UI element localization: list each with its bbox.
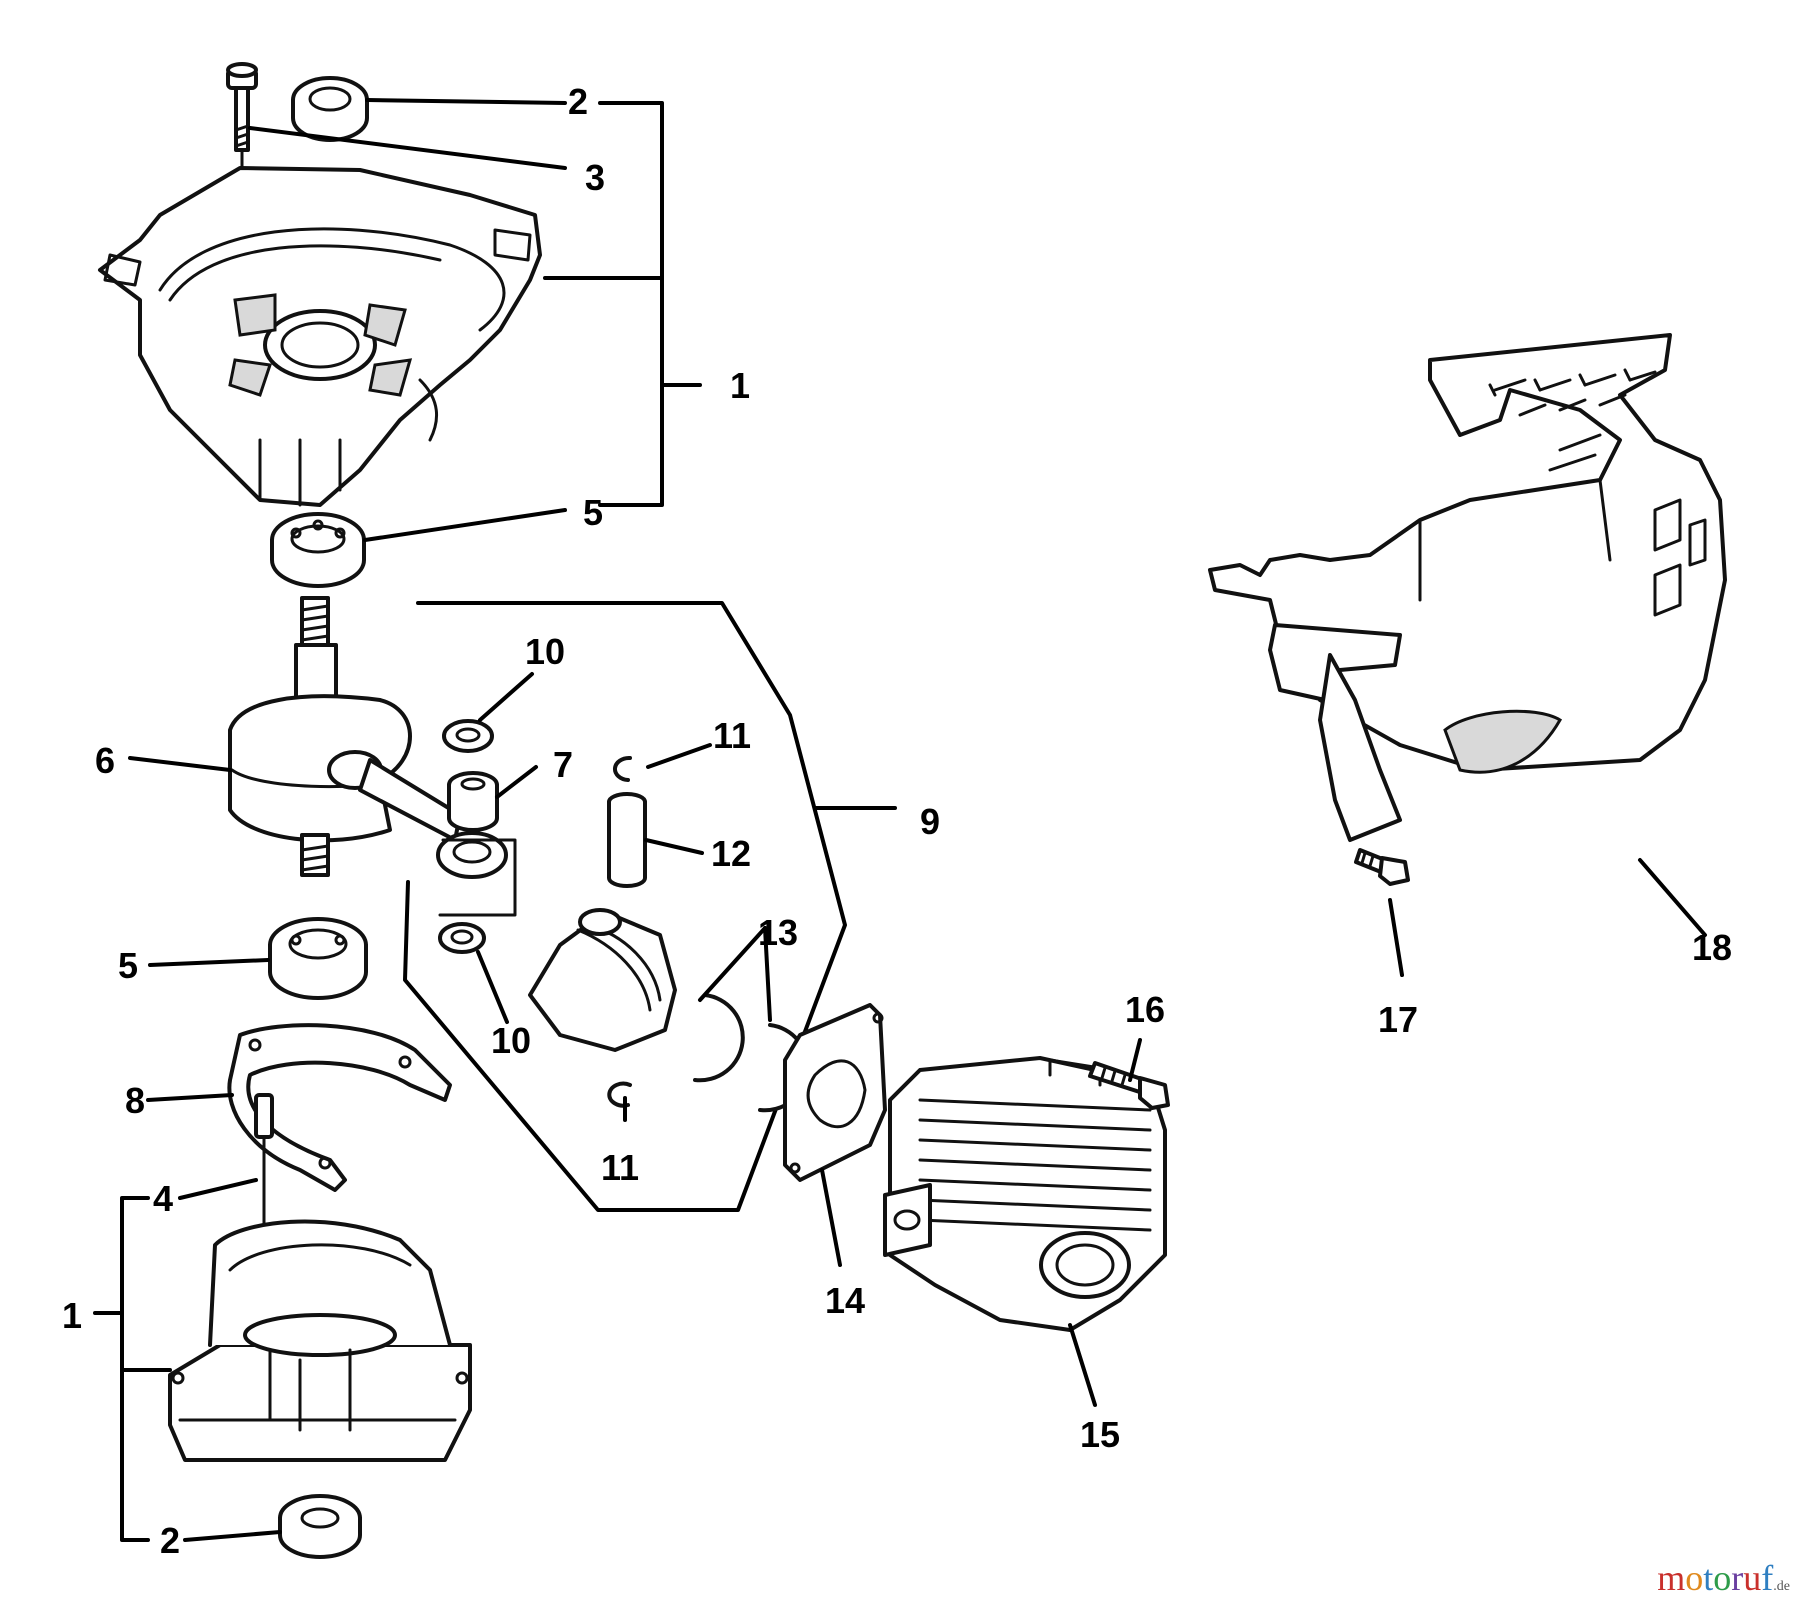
cylinder-gasket xyxy=(783,1003,887,1182)
crankcase-gasket xyxy=(227,1023,452,1192)
callout-12: 12 xyxy=(711,833,751,874)
thrust-washer-upper xyxy=(442,719,494,753)
needle-bearing xyxy=(447,771,499,832)
cylinder-bolt xyxy=(1088,1061,1170,1110)
callout-14: 14 xyxy=(825,1280,865,1321)
watermark-letter: u xyxy=(1743,1558,1762,1598)
callout-2-top: 2 xyxy=(568,81,588,122)
engine-cover xyxy=(1208,333,1727,842)
callout-9: 9 xyxy=(920,801,940,842)
callouts: 2 3 1 5 10 11 6 7 9 12 13 5 10 8 11 4 1 … xyxy=(62,81,1732,1561)
callout-15: 15 xyxy=(1080,1414,1120,1455)
watermark-logo: motoruf.de xyxy=(1657,1557,1790,1599)
watermark-suffix: .de xyxy=(1773,1579,1790,1594)
callout-4: 4 xyxy=(153,1178,173,1219)
circlip-upper xyxy=(612,755,632,782)
callout-17: 17 xyxy=(1378,999,1418,1040)
cylinder xyxy=(883,1056,1167,1332)
piston-ring-1 xyxy=(693,993,745,1083)
ball-bearing-lower xyxy=(268,917,368,1000)
watermark-letter: o xyxy=(1713,1558,1732,1598)
callout-10-bottom: 10 xyxy=(491,1020,531,1061)
watermark-letter: r xyxy=(1731,1558,1744,1598)
callout-1-top: 1 xyxy=(730,365,750,406)
callout-8: 8 xyxy=(125,1080,145,1121)
crankcase-lower xyxy=(168,1219,472,1462)
oil-seal-top xyxy=(291,76,369,142)
ball-bearing-upper xyxy=(270,512,366,588)
piston-pin xyxy=(607,792,647,888)
callout-18: 18 xyxy=(1692,927,1732,968)
leader-lines xyxy=(93,98,1707,1542)
callout-10-top: 10 xyxy=(525,631,565,672)
callout-5-top: 5 xyxy=(583,492,603,533)
watermark-letter: f xyxy=(1761,1558,1774,1598)
watermark-letter: m xyxy=(1657,1558,1686,1598)
callout-7: 7 xyxy=(553,744,573,785)
watermark-letter: o xyxy=(1685,1558,1704,1598)
callout-16: 16 xyxy=(1125,989,1165,1030)
crankshaft-assembly xyxy=(228,596,517,917)
callout-5-bottom: 5 xyxy=(118,945,138,986)
watermark-letter: t xyxy=(1703,1558,1714,1598)
callout-1-bottom: 1 xyxy=(62,1295,82,1336)
callout-2-bottom: 2 xyxy=(160,1520,180,1561)
oil-seal-bottom xyxy=(278,1494,362,1559)
callout-13: 13 xyxy=(758,912,798,953)
thrust-washer-lower xyxy=(438,922,486,954)
callout-11-bottom: 11 xyxy=(601,1147,639,1188)
callout-11-top: 11 xyxy=(713,715,751,756)
callout-3: 3 xyxy=(585,157,605,198)
piston xyxy=(528,908,677,1052)
callout-6: 6 xyxy=(95,740,115,781)
crankcase-upper xyxy=(98,166,542,507)
cover-screw xyxy=(1354,848,1410,886)
